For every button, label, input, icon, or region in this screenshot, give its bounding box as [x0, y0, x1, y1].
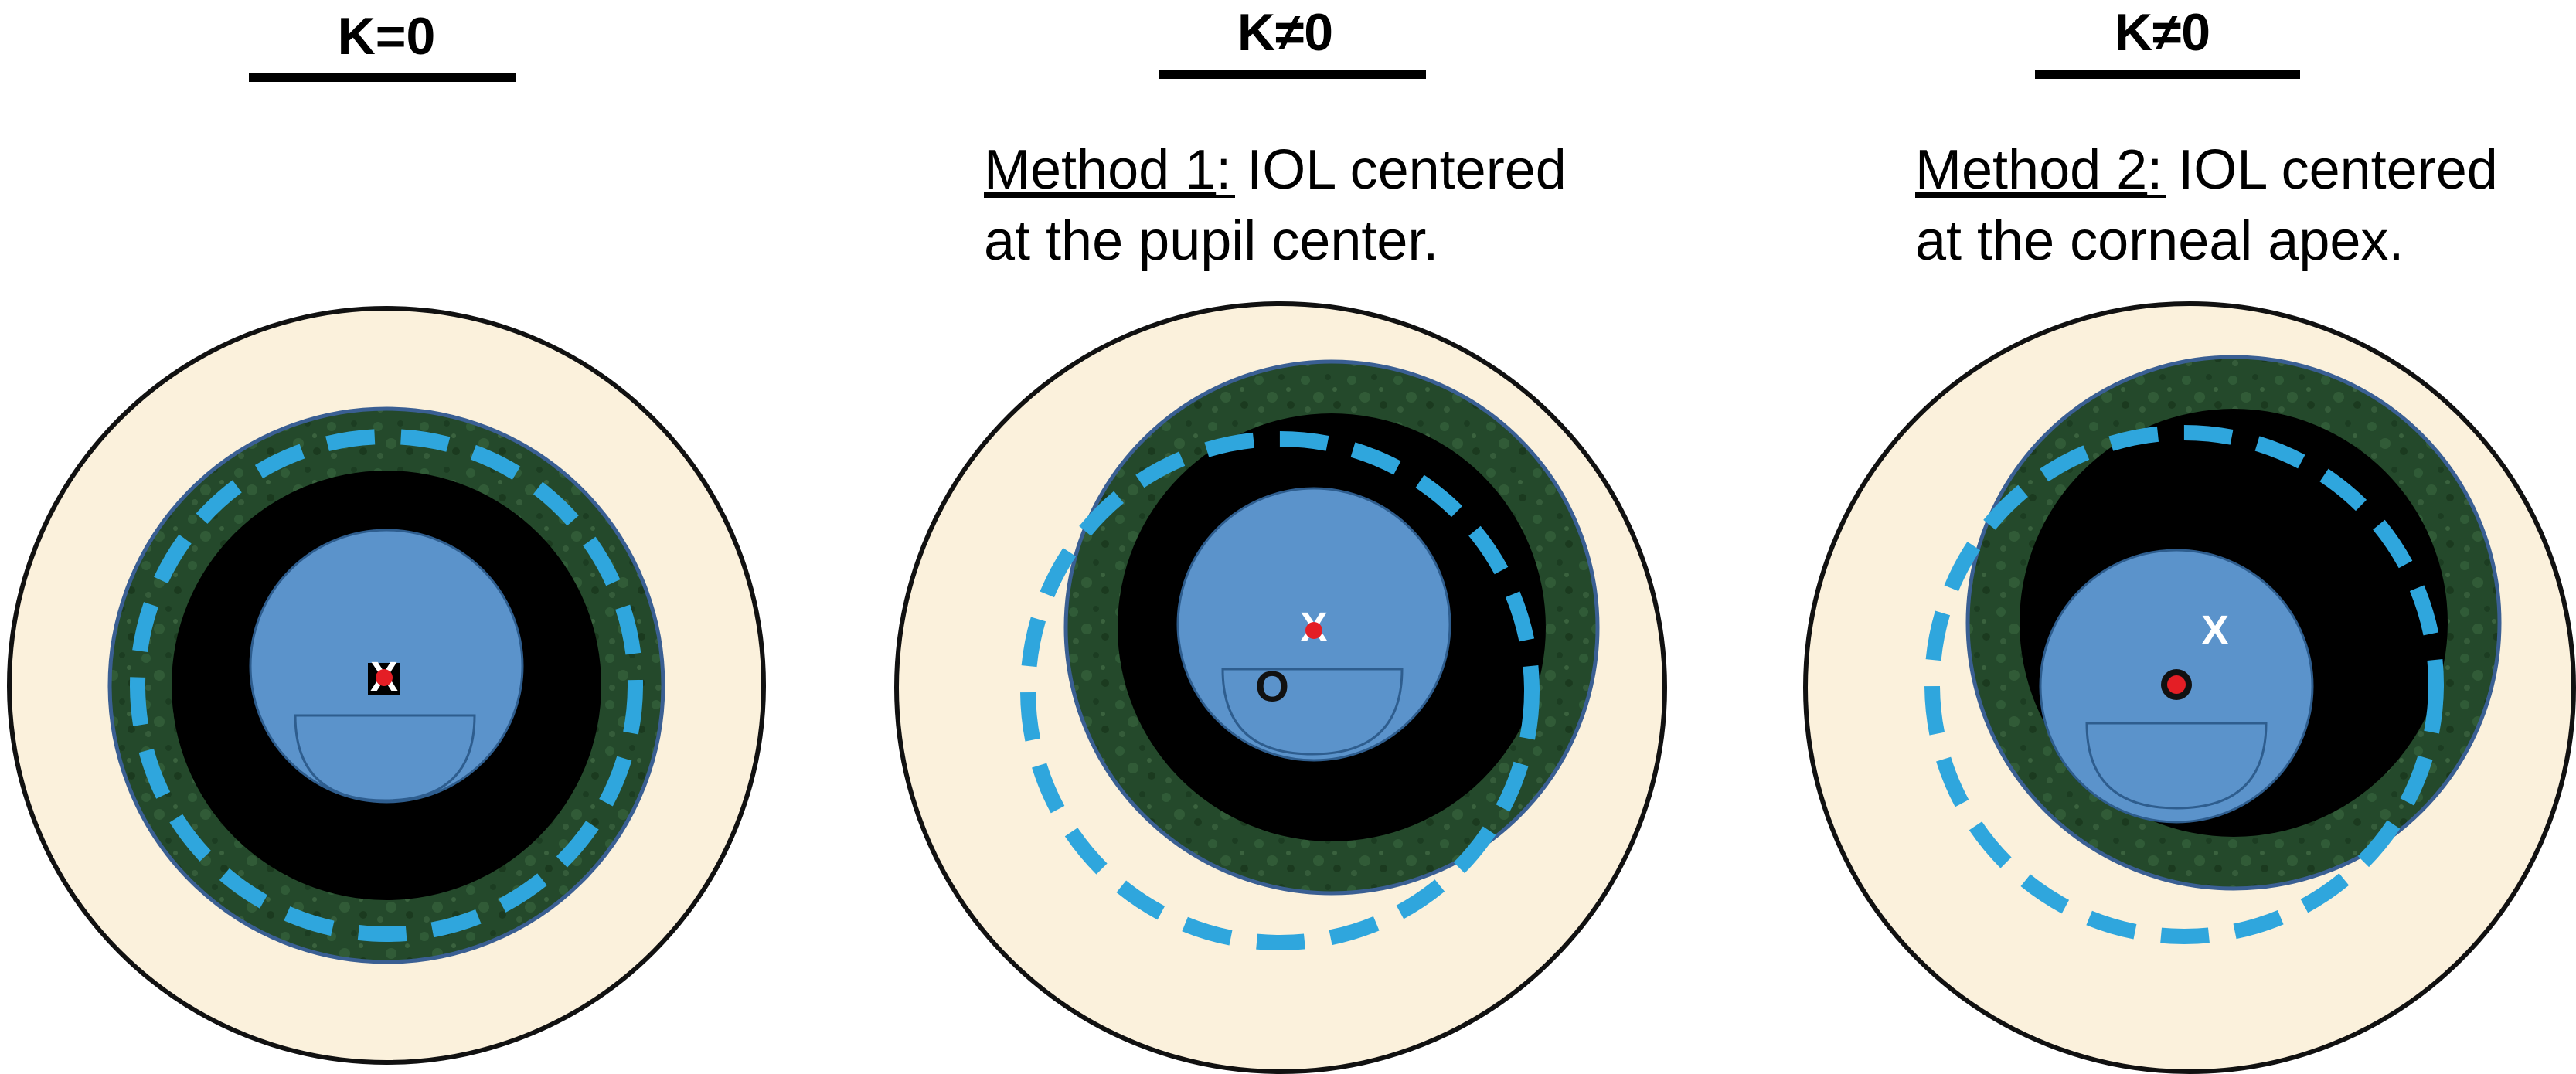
- panel-heading: K=0: [338, 7, 436, 66]
- iol-center-dot: [1305, 622, 1322, 639]
- method-label: Method 1: [984, 139, 1216, 201]
- method-underline: [984, 195, 1235, 198]
- caption-line-1: Method 2: IOL centered: [1915, 139, 2498, 201]
- panel-method-2: K≠0 Method 2: IOL centered at the cornea…: [1803, 3, 2576, 1074]
- caption-line-2: at the pupil center.: [984, 210, 1438, 272]
- iol-center-dot: [376, 669, 393, 686]
- heading-underline: [2035, 70, 2300, 79]
- iol-haptic-outline: [1221, 668, 1404, 756]
- capsulorhexis-ring: [130, 429, 643, 942]
- capsulorhexis-ring: [1020, 431, 1540, 950]
- heading-underline: [1159, 70, 1426, 79]
- method-underline: [1915, 195, 2166, 198]
- iol-haptic-outline: [294, 714, 476, 802]
- panel-heading: K≠0: [1237, 3, 1333, 62]
- panel-method-1: K≠0 Method 1: IOL centered at the pupil …: [894, 3, 1667, 1074]
- method-label: Method 2: [1915, 139, 2147, 201]
- capsulorhexis-ring: [1924, 425, 2444, 944]
- caption-line-1: Method 1: IOL centered: [984, 139, 1567, 201]
- iol-haptic-outline: [2085, 722, 2268, 810]
- panel-k0: K=0 X: [7, 7, 766, 1065]
- caption-text: : IOL centered: [1216, 139, 1567, 201]
- caption-text: : IOL centered: [2147, 139, 2498, 201]
- iol-center-dot: [2167, 675, 2186, 694]
- heading-underline: [249, 73, 516, 82]
- corneal-apex-marker: X: [2201, 607, 2229, 654]
- caption-line-2: at the corneal apex.: [1915, 210, 2404, 272]
- pupil-center-marker: O: [1255, 662, 1289, 711]
- panel-heading: K≠0: [2115, 3, 2210, 62]
